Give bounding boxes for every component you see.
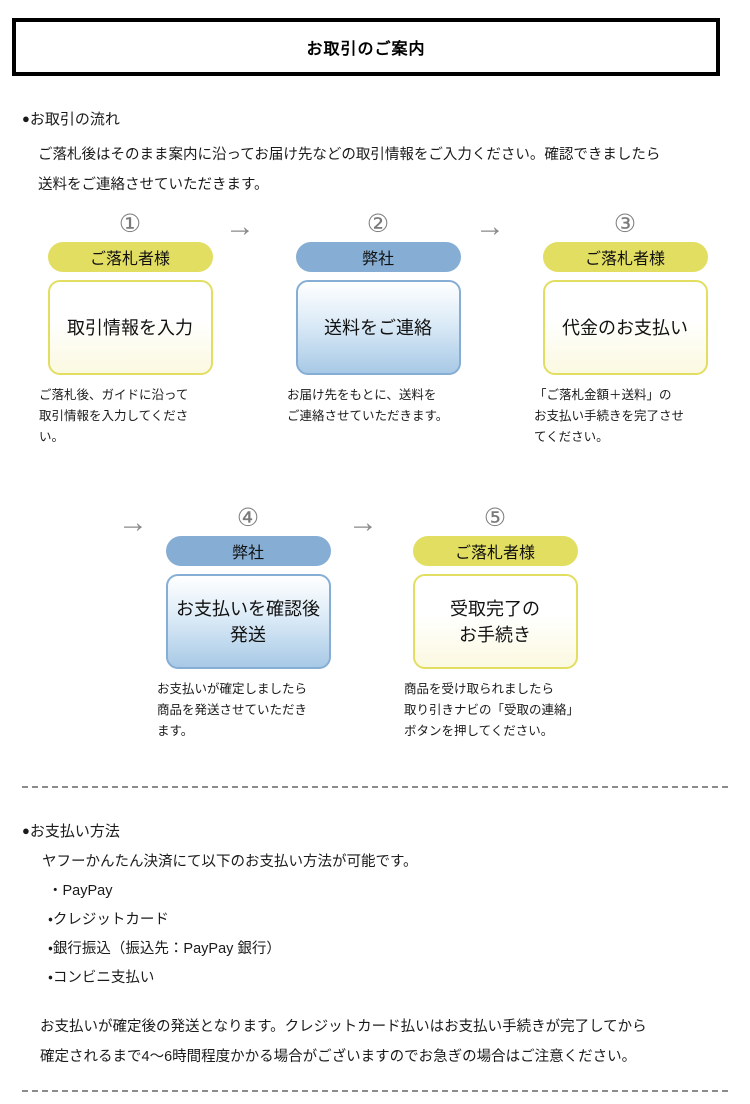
caption-line: ご落札後、ガイドに沿って [39,388,189,402]
payment-note-line-2: 確定されるまで4～6時間程度かかる場合がございますのでお急ぎの場合はご注意くださ… [40,1049,637,1065]
payment-method-item: ・銀行振込（振込先：PayPay 銀行） [48,941,281,957]
payment-method-item: ・クレジットカード [48,912,169,928]
flow-step-2-number: ② [366,210,390,238]
caption-line: お届け先をもとに、送料を [287,388,437,402]
flow-step-5-action: 受取完了の お手続き [412,574,578,669]
flow-step-5-role: ご落札者様 [412,536,578,566]
flow-step-3-number: ③ [613,210,637,238]
flow-step-1-caption: ご落札後、ガイドに沿って 取引情報を入力してくださ い。 [35,385,225,448]
caption-line: 「ご落札金額＋送料」の [534,388,672,402]
caption-line: ボタンを押してください。 [404,724,554,738]
flow-step-5-number: ⑤ [483,504,507,532]
payment-section-heading-label: お支払い方法 [29,823,120,840]
payment-lead-text: ヤフーかんたん決済にて以下のお支払い方法が可能です。 [42,854,418,870]
flow-step-4-number: ④ [236,504,260,532]
flow-arrow-3-icon: → [118,506,148,539]
flow-intro-line-1: ご落札後はそのまま案内に沿ってお届け先などの取引情報をご入力ください。確認できま… [38,147,661,163]
divider-top [22,786,728,788]
flow-step-4: ④ 弊社 お支払いを確認後 発送 お支払いが確定しましたら 商品を発送させていた… [153,502,343,742]
flow-step-3: ③ ご落札者様 代金のお支払い 「ご落札金額＋送料」の お支払い手続きを完了させ… [530,208,720,448]
flow-arrow-2-icon: → [475,210,505,243]
flow-step-2-action: 送料をご連絡 [295,280,461,375]
flow-step-4-action: お支払いを確認後 発送 [165,574,331,669]
flow-step-3-caption: 「ご落札金額＋送料」の お支払い手続きを完了させ てください。 [530,385,720,448]
flow-section-heading: ●お取引の流れ [22,108,120,129]
flow-step-2: ② 弊社 送料をご連絡 お届け先をもとに、送料を ご連絡させていただきます。 [283,208,473,427]
flow-step-1-number: ① [118,210,142,238]
caption-line: 取引情報を入力してくださ [39,409,189,423]
caption-line: 取り引きナビの「受取の連絡」 [404,703,580,717]
flow-step-1-action: 取引情報を入力 [47,280,213,375]
caption-line: お支払いが確定しましたら [157,682,308,696]
flow-step-1-role: ご落札者様 [47,242,213,272]
flow-arrow-4-icon: → [348,506,378,539]
page-header-box: お取引のご案内 [12,18,720,76]
flow-step-2-role: 弊社 [295,242,461,272]
bullet-icon: ● [22,823,30,838]
caption-line: 商品を発送させていただき [157,703,308,717]
divider-bottom [22,1090,728,1092]
payment-method-item: ・コンビニ支払い [48,970,155,986]
caption-line: い。 [39,430,65,444]
flow-intro-line-2: 送料をご連絡させていただきます。 [38,177,269,193]
caption-line: 商品を受け取られましたら [404,682,555,696]
payment-method-item: ・PayPay [48,883,113,899]
flow-step-3-role: ご落札者様 [542,242,708,272]
caption-line: ご連絡させていただきます。 [287,409,449,423]
flow-step-1: ① ご落札者様 取引情報を入力 ご落札後、ガイドに沿って 取引情報を入力してくだ… [35,208,225,448]
flow-arrow-1-icon: → [225,210,255,243]
caption-line: ます。 [157,724,194,738]
flow-step-5-caption: 商品を受け取られましたら 取り引きナビの「受取の連絡」 ボタンを押してください。 [400,679,590,742]
caption-line: てください。 [534,430,609,444]
flow-section-heading-label: お取引の流れ [29,111,120,128]
caption-line: お支払い手続きを完了させ [534,409,685,423]
flow-step-3-action: 代金のお支払い [542,280,708,375]
flow-step-4-caption: お支払いが確定しましたら 商品を発送させていただき ます。 [153,679,343,742]
bullet-icon: ● [22,111,30,126]
flow-step-2-caption: お届け先をもとに、送料を ご連絡させていただきます。 [283,385,473,427]
flow-step-5: ⑤ ご落札者様 受取完了の お手続き 商品を受け取られましたら 取り引きナビの「… [400,502,590,742]
payment-note-line-1: お支払いが確定後の発送となります。クレジットカード払いはお支払い手続きが完了して… [40,1019,647,1035]
page-title: お取引のご案内 [306,41,426,58]
flow-step-4-role: 弊社 [165,536,331,566]
payment-section-heading: ●お支払い方法 [22,820,120,841]
